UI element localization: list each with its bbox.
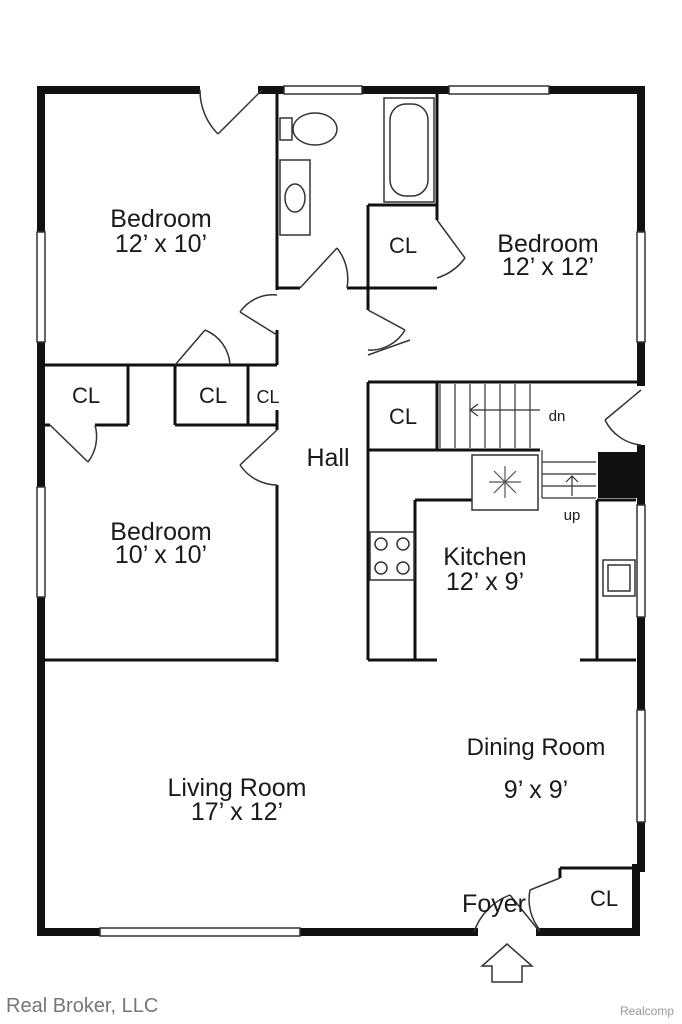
- room-label-bedroom-3: Bedroom: [110, 518, 211, 546]
- entry-arrow-icon: [480, 943, 534, 983]
- windows: [36, 85, 646, 937]
- brand-watermark: Real Broker, LLC: [6, 995, 159, 1017]
- room-size-bedroom-1: 12’ x 10’: [115, 230, 207, 258]
- room-size-kitchen: 12’ x 9’: [446, 568, 524, 596]
- bathroom-fixtures: [279, 97, 435, 236]
- closet-label: CL: [389, 404, 417, 429]
- room-label-bedroom-1: Bedroom: [110, 205, 211, 233]
- foyer-label: Foyer: [462, 890, 526, 918]
- interior-walls: [45, 94, 641, 932]
- room-label-kitchen: Kitchen: [443, 543, 526, 571]
- room-label-living: Living Room: [168, 774, 307, 802]
- stairs-up-label: up: [564, 507, 581, 524]
- room-size-dining: 9’ x 9’: [504, 776, 568, 804]
- doors: [49, 89, 642, 933]
- room-label-dining: Dining Room: [467, 734, 606, 761]
- room-size-bedroom-2: 12’ x 12’: [502, 253, 594, 281]
- closet-label: CL: [199, 383, 227, 408]
- stairs-down-label: dn: [549, 408, 566, 425]
- hall-label: Hall: [306, 444, 349, 472]
- room-size-bedroom-3: 10’ x 10’: [115, 541, 207, 569]
- chimney-block: [598, 452, 638, 498]
- stairs-down: [439, 384, 540, 448]
- snowflake-icon: [489, 466, 521, 498]
- closet-label: CL: [590, 886, 618, 911]
- room-label-bedroom-2: Bedroom: [497, 230, 598, 258]
- closet-label: CL: [72, 383, 100, 408]
- closet-label: CL: [256, 387, 279, 407]
- stairs-up: [541, 450, 596, 499]
- room-size-living: 17’ x 12’: [191, 798, 283, 826]
- toilet-icon: [279, 117, 293, 141]
- kitchen-fixtures: [369, 454, 636, 597]
- source-watermark: Realcomp: [619, 1004, 674, 1018]
- closet-label: CL: [389, 233, 417, 258]
